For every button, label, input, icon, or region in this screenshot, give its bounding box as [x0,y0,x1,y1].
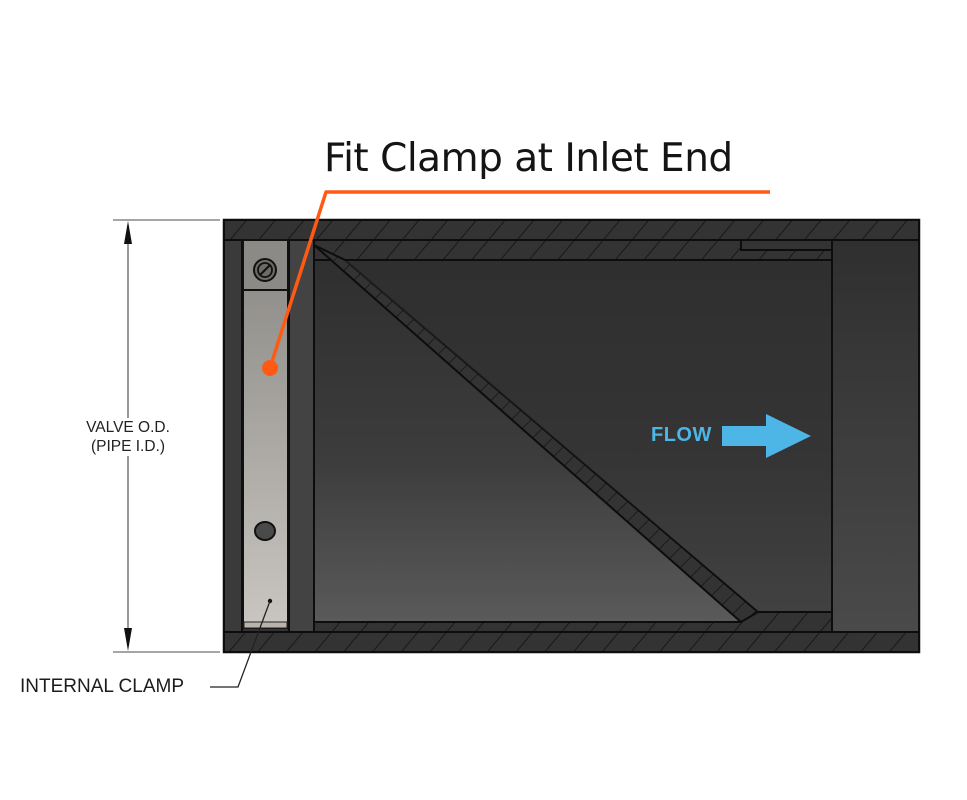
valve-body [222,218,921,654]
screw-icon [253,258,277,282]
internal-clamp-label: INTERNAL CLAMP [20,676,184,697]
diagram-title: Fit Clamp at Inlet End [324,136,733,181]
clamp-hole [254,521,276,541]
arrow-right-icon [722,414,811,458]
callout-line [262,190,770,376]
dimension-line1: VALVE O.D. [86,419,170,436]
dimension-label: VALVE O.D. (PIPE I.D.) [72,418,184,456]
flow-label: FLOW [651,424,712,446]
dimension-line2: (PIPE I.D.) [90,438,166,455]
internal-clamp [242,239,289,629]
internal-clamp-leader [210,600,271,688]
callout-dot [262,360,278,376]
